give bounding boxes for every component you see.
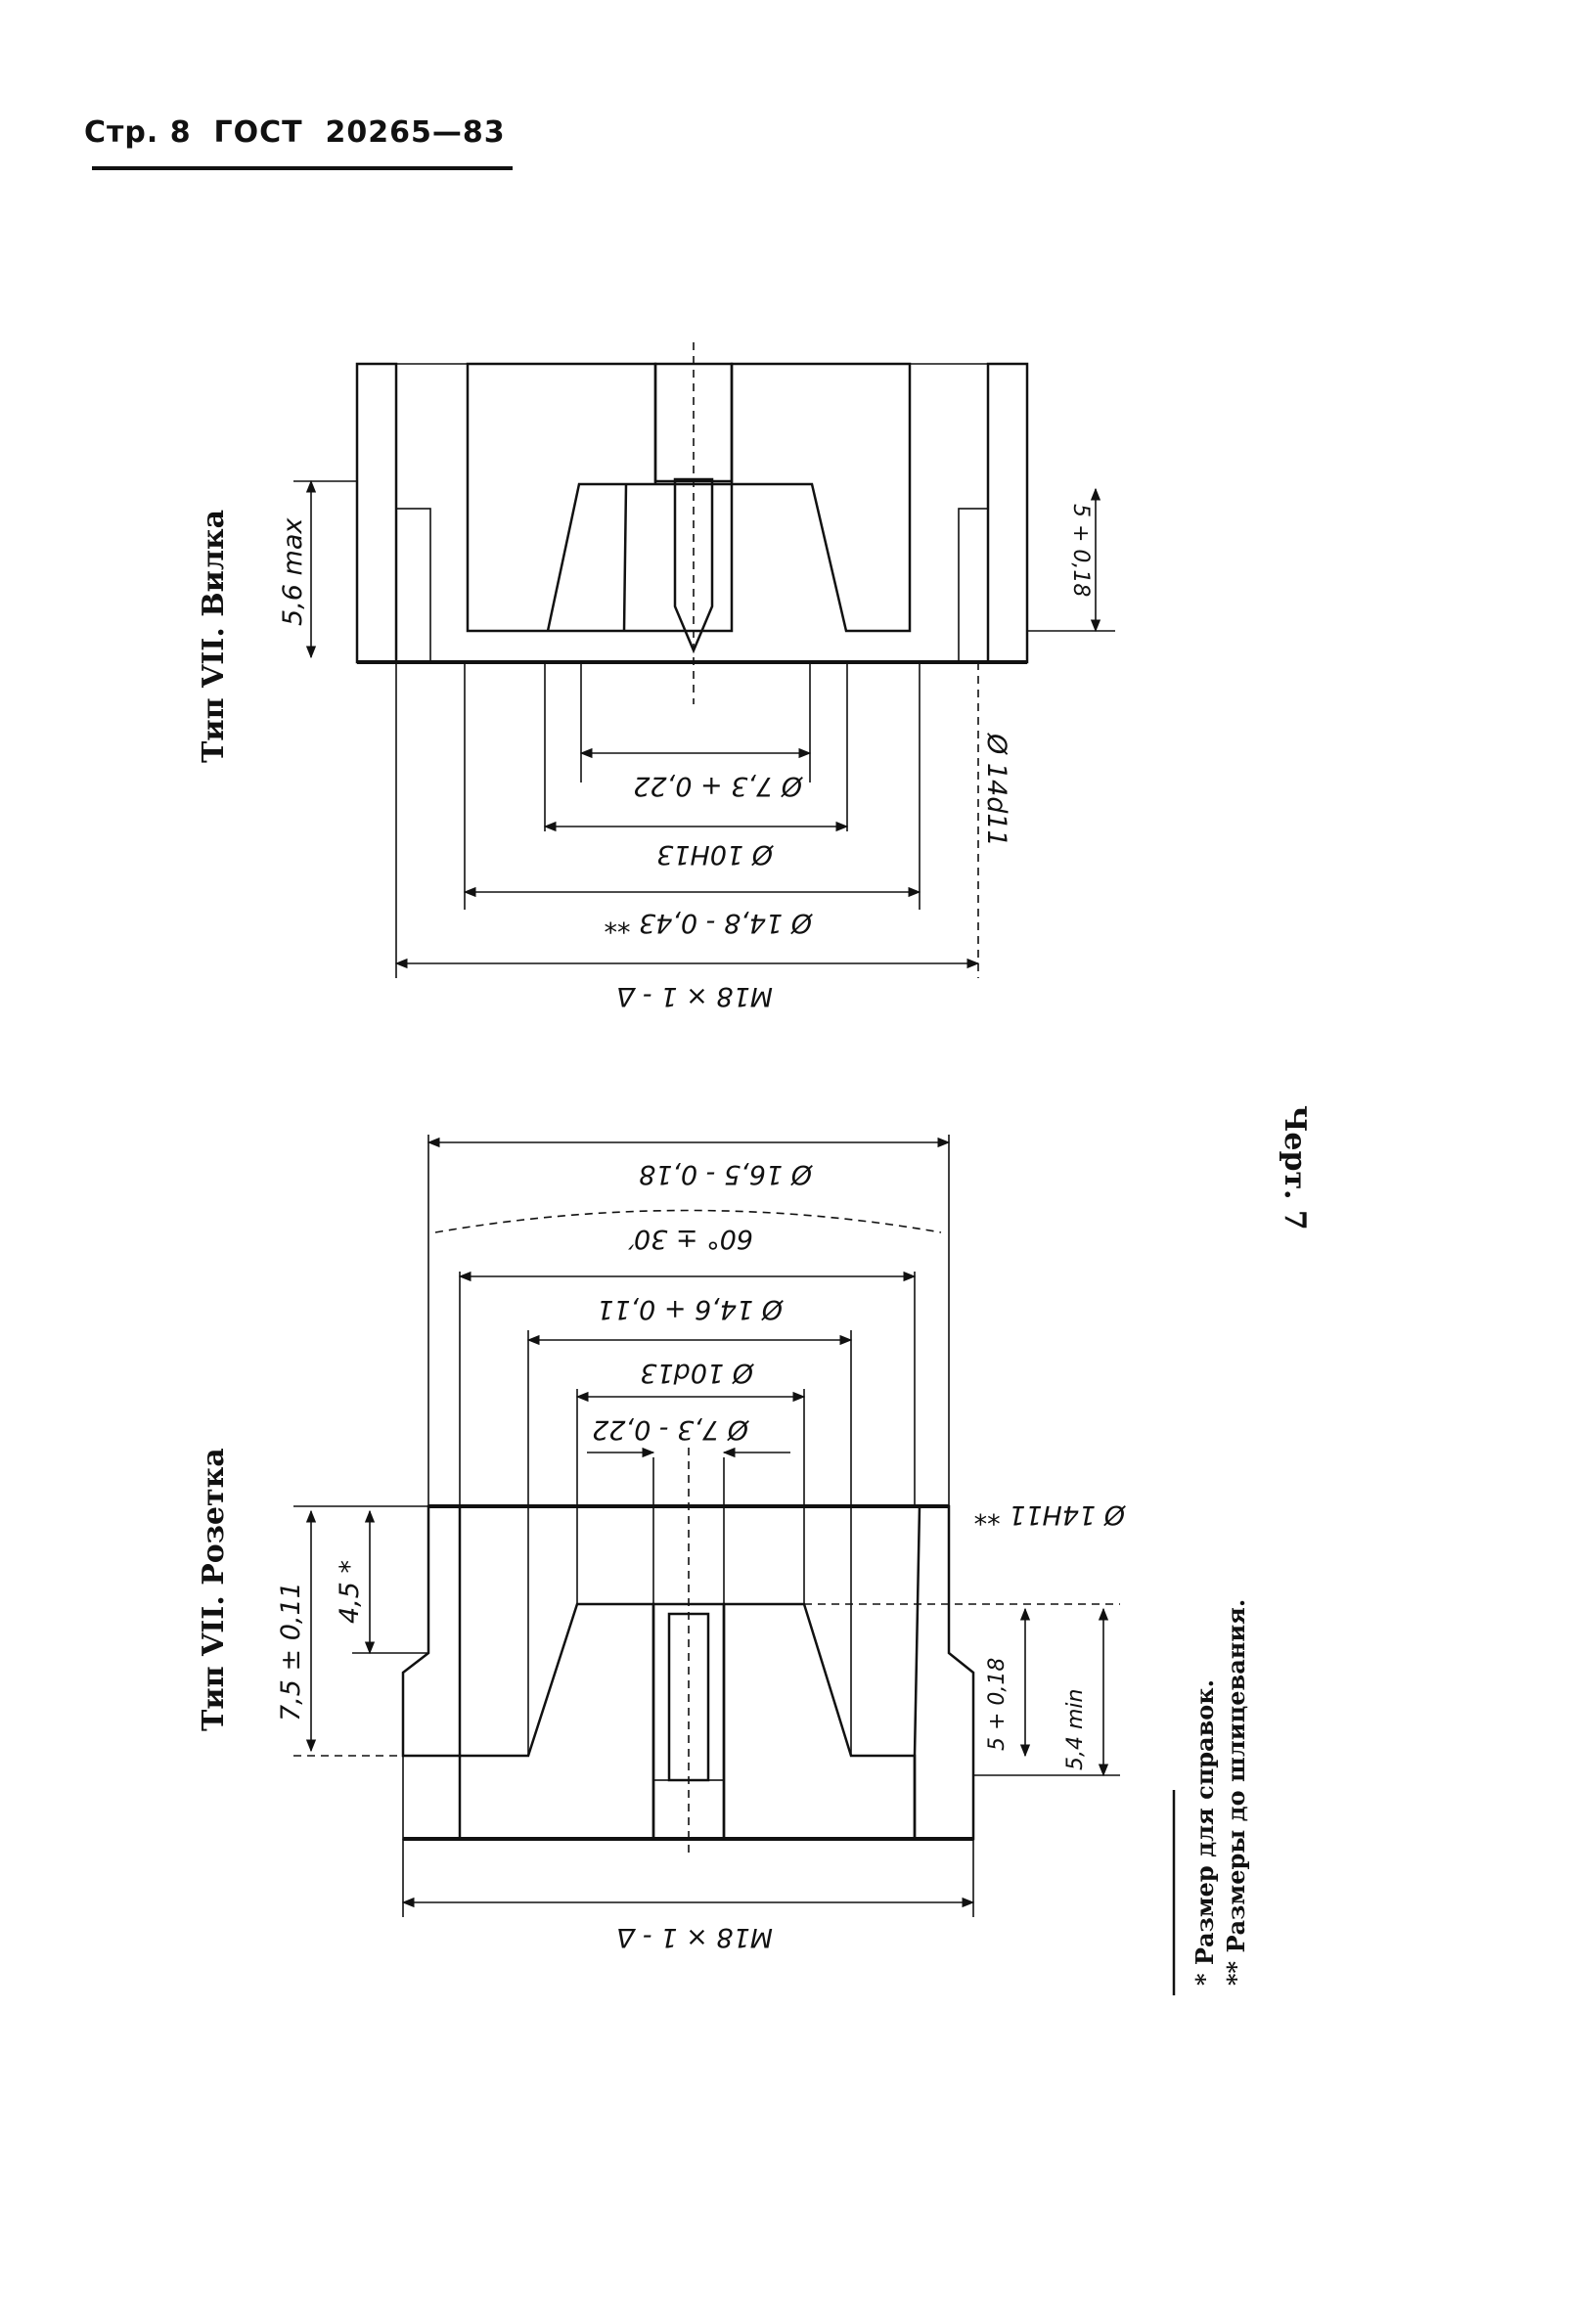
plug-drawing [293,342,1115,978]
plug-pin-dia-label: Ø 7,3 + 0,22 [633,771,803,801]
socket-drawing [293,1135,1120,1917]
socket-left-body [401,1504,462,1758]
page-header: Стр. 8 ГОСТ 20265—83 [84,115,506,150]
plug-pin-slot [653,362,734,483]
plug-thread-label: M18 × 1 - Δ [616,981,773,1011]
socket-depth-label: 5 + 0,18 [985,1658,1010,1751]
socket-angle-label: 60° ± 30′ [628,1224,753,1254]
socket-recess-dia-label: Ø 14,6 + 0,11 [597,1294,784,1324]
socket-outer-dia-label: Ø 16,5 - 0,18 [639,1159,813,1189]
plug-depth-label: 5 + 0,18 [1068,504,1093,597]
plug-left-wall [355,362,398,664]
socket-title: Тип VII. Розетка [197,1448,231,1731]
socket-pin-dia-label: Ø 7,3 - 0,22 [592,1414,749,1445]
socket-step-label: 4,5 * [335,1560,365,1624]
socket-depth-min-label: 5,4 min [1063,1689,1088,1770]
socket-right-body [913,1504,975,1841]
socket-bore-dia-label: Ø 10d13 [640,1358,754,1388]
plug-title: Тип VII. Вилка [197,510,231,763]
plug-outer-dia-label: Ø 14,8 - 0,43 ** [604,908,813,938]
plug-height-max-label: 5,6 max [278,517,308,626]
plug-hole-dia-label: Ø 14d11 [981,733,1011,847]
socket-thread-label: M18 × 1 - Δ [616,1922,773,1952]
footnote-2: ** Размеры до шлицевания. [1222,1599,1250,1986]
socket-height-label: 7,5 ± 0,11 [276,1582,306,1721]
socket-insulator [458,1602,655,1841]
plug-right-wall [986,362,1029,664]
plug-insulator [466,362,912,633]
header-rule [92,166,513,170]
footnote-1: * Размер для справок. [1190,1679,1219,1986]
plug-bore-dia-label: Ø 10H13 [656,839,774,870]
figure-caption: Черт. 7 [1278,1105,1312,1230]
socket-fit-dia-label: Ø 14H11 ** [974,1499,1126,1530]
plug-pin [673,477,714,654]
